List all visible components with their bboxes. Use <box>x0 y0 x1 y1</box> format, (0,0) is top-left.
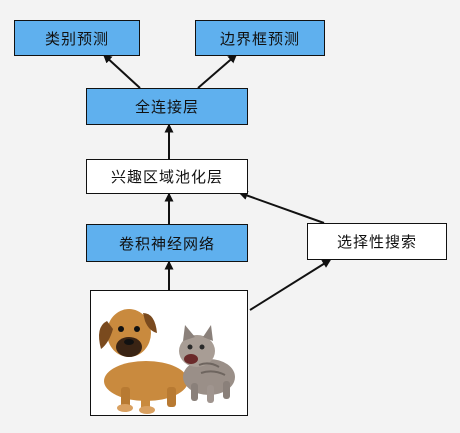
input-image <box>90 290 248 416</box>
arrow-selective-search-to-roi <box>238 191 325 224</box>
class-prediction-box: 类别预测 <box>14 20 140 56</box>
arrow-fc-to-class-pred <box>102 53 141 89</box>
arrow-image-to-selective-search <box>249 259 332 311</box>
roi-pooling-layer-box: 兴趣区域池化层 <box>86 159 248 194</box>
fully-connected-layer-box: 全连接层 <box>86 88 248 125</box>
bbox-prediction-box: 边界框预测 <box>195 20 325 56</box>
dog-and-cat-illustration <box>99 309 235 414</box>
selective-search-box: 选择性搜索 <box>307 223 447 260</box>
arrow-fc-to-bbox-pred <box>197 54 238 89</box>
cnn-box: 卷积神经网络 <box>86 224 248 262</box>
